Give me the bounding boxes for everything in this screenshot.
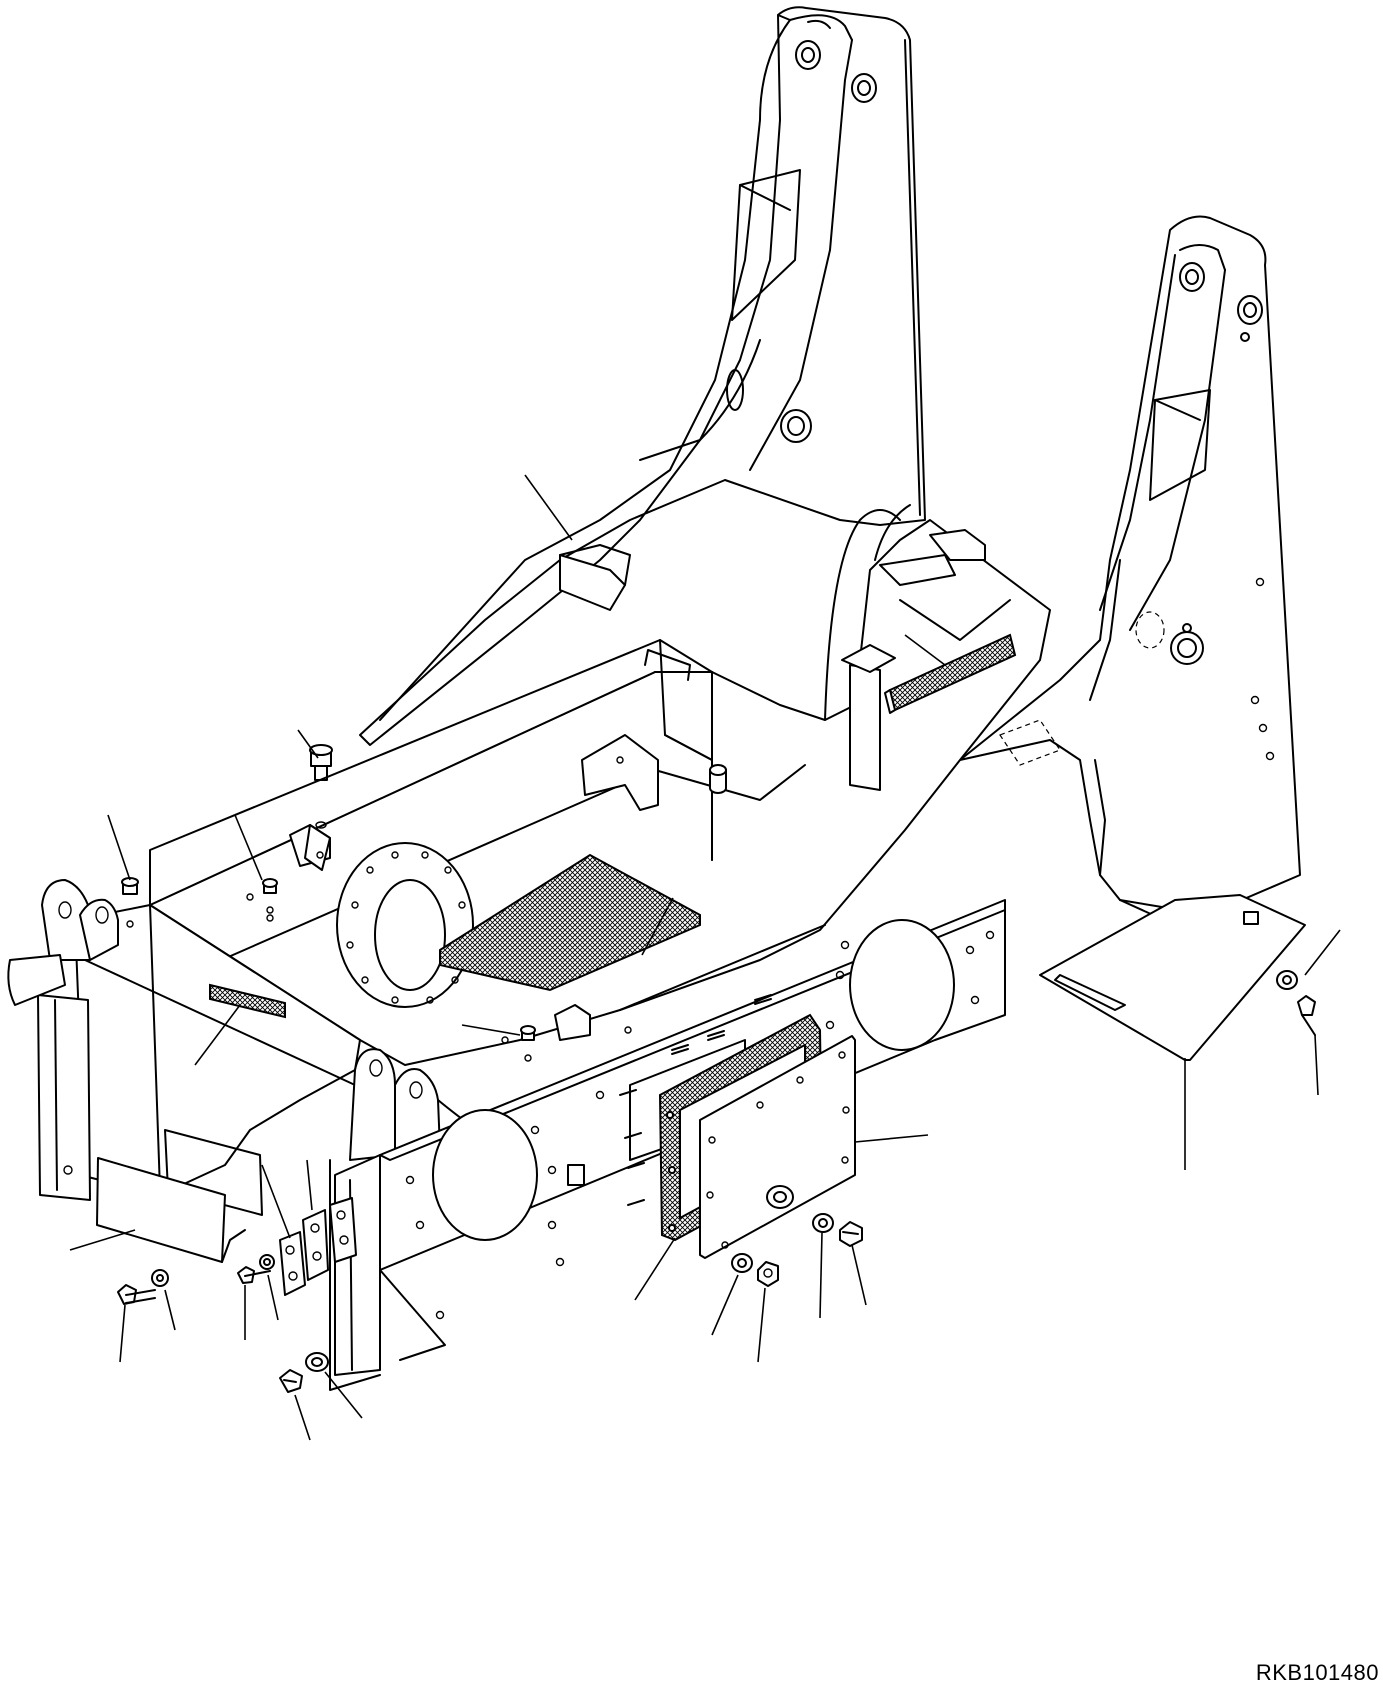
front-right-lug: [349, 1048, 501, 1161]
leader-8: [461, 1024, 521, 1036]
leader-17: [267, 1274, 279, 1321]
left-upright-tower: [359, 6, 926, 746]
leader-21: [324, 1371, 363, 1419]
leader-2: [904, 634, 946, 666]
leader-25: [819, 1232, 823, 1319]
leader-4: [107, 814, 131, 881]
leader-15: [164, 1289, 176, 1331]
leader-13: [69, 1229, 136, 1251]
rubber-stopper: [884, 633, 1017, 714]
center-mat: [439, 853, 701, 992]
bolt-f: [279, 1369, 303, 1393]
mount-block-1: [279, 1231, 306, 1296]
drawing-code: RKB101480: [1255, 1660, 1379, 1685]
washer-b: [731, 1253, 753, 1273]
leader-9: [854, 1134, 929, 1143]
inspection-cover-assembly: [629, 1013, 856, 1259]
washer-e: [259, 1254, 275, 1270]
leader-24: [757, 1287, 766, 1363]
leader-26: [851, 1244, 867, 1306]
nut-b: [757, 1261, 779, 1287]
plug-3: [309, 744, 333, 829]
washer-c: [1276, 970, 1298, 990]
center-ring: [336, 842, 474, 1008]
bolt-e: [237, 1266, 271, 1284]
bolt-d: [117, 1284, 156, 1305]
deck-plugs: [121, 744, 536, 1062]
bolt-a: [839, 1221, 863, 1247]
leader-6: [641, 897, 674, 956]
leader-14: [119, 1304, 126, 1363]
leader-3: [297, 729, 319, 759]
washer-f: [305, 1352, 329, 1372]
leader-19: [306, 1159, 313, 1211]
leader-23: [711, 1274, 739, 1336]
mount-block-2: [302, 1209, 329, 1281]
bolt-c: [1297, 995, 1316, 1036]
plug-2: [262, 878, 278, 922]
leader-7: [194, 1004, 241, 1066]
studs: [619, 994, 772, 1206]
plug-1: [121, 877, 139, 928]
deck-details: [246, 734, 727, 1044]
leader-1: [524, 474, 573, 541]
leader-10: [1304, 929, 1341, 976]
leader-18: [261, 1164, 291, 1239]
plug-4: [520, 1025, 536, 1062]
washer-a: [812, 1213, 834, 1233]
front-end-box: [7, 879, 361, 1216]
leader-22: [634, 1237, 676, 1301]
mount-block-3: [329, 1197, 357, 1263]
leader-5: [234, 814, 263, 881]
leader-12: [1314, 1034, 1319, 1096]
tower-holes: [1250, 577, 1275, 761]
gasket-holes: [666, 1111, 676, 1232]
leader-20: [294, 1394, 311, 1441]
leader-lines: [69, 474, 1341, 1441]
rear-base-plate: [1039, 894, 1306, 1061]
right-upright-tower: [959, 215, 1301, 926]
washer-d: [151, 1269, 169, 1287]
front-cover-plate: [96, 1157, 246, 1263]
fasteners: [96, 970, 1316, 1393]
side-plate-holes: [405, 930, 995, 1320]
cover-holes: [706, 1051, 850, 1249]
